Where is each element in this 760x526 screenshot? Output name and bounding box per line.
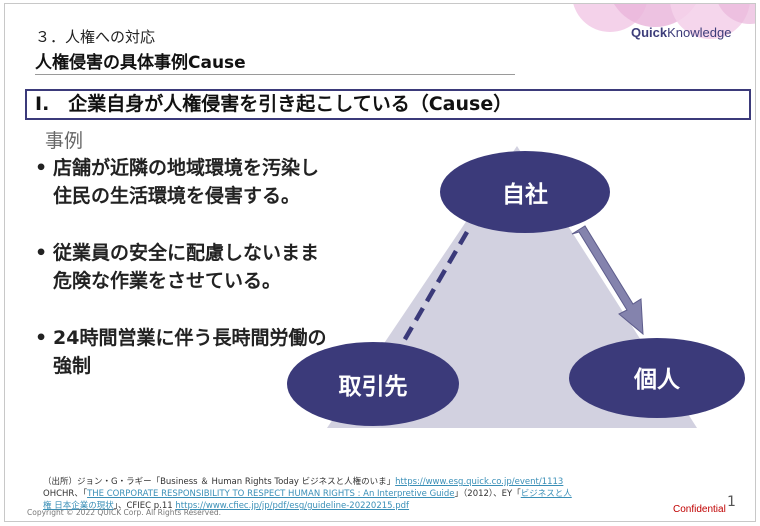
source-text: 」（2012）、EY「 xyxy=(454,489,521,499)
arrow-company-to-individual xyxy=(571,225,644,336)
list-item-line: 従業員の安全に配慮しないまま xyxy=(53,242,320,264)
node-company-label: 自社 xyxy=(502,181,548,208)
source-line-2: OHCHR、「THE CORPORATE RESPONSIBILITY TO R… xyxy=(43,488,572,500)
source-line-3: 権 日本企業の現状」、CFIEC p.11 https://www.cfiec.… xyxy=(43,500,572,512)
slide: QuickKnowledge ３．人権への対応 人権侵害の具体事例Cause I… xyxy=(4,3,756,522)
source-text: （出所）ジョン・G・ラギー「Business ＆ Human Rights To… xyxy=(43,477,396,487)
source-link-ey[interactable]: ビジネスと人 xyxy=(520,489,572,499)
source-text: OHCHR、「 xyxy=(43,489,88,499)
list-item: • 店舗が近隣の地域環境を汚染し 住民の生活環境を侵害する。 xyxy=(35,154,395,210)
list-item-line: 危険な作業をさせている。 xyxy=(53,270,282,292)
source-link-cfiec[interactable]: https://www.cfiec.jp/jp/pdf/esg/guidelin… xyxy=(175,501,410,511)
list-item-line: 強制 xyxy=(53,355,92,377)
source-link-ey-cont[interactable]: 権 日本企業の現状 xyxy=(43,501,114,511)
node-individual-label: 個人 xyxy=(633,367,681,393)
examples-label: 事例 xyxy=(45,130,84,152)
source-link-ohchr[interactable]: THE CORPORATE RESPONSIBILITY TO RESPECT … xyxy=(87,489,455,499)
logo-brand: Quick xyxy=(631,25,668,40)
section-title: ３．人権への対応 xyxy=(35,28,156,46)
copyright-notice: Copyright © 2022 QUICK Corp. All Rights … xyxy=(27,508,221,517)
title-divider xyxy=(35,74,515,75)
source-text: 」、CFIEC p.11 xyxy=(113,501,176,511)
node-partner-label: 取引先 xyxy=(339,374,408,400)
logo-suffix: Knowledge xyxy=(667,25,732,40)
page-number: 1 xyxy=(727,494,736,510)
page-title: 人権侵害の具体事例Cause xyxy=(35,53,246,73)
node-company: 自社 xyxy=(440,151,610,233)
node-individual: 個人 xyxy=(569,338,745,418)
examples-list: • 店舗が近隣の地域環境を汚染し 住民の生活環境を侵害する。 • 従業員の安全に… xyxy=(35,154,395,409)
bullet-icon: • xyxy=(35,327,48,349)
cause-banner: I. 企業自身が人権侵害を引き起こしている（Cause） xyxy=(25,89,751,120)
node-partner: 取引先 xyxy=(287,342,459,426)
list-item: • 24時間営業に伴う長時間労働の 強制 xyxy=(35,324,395,380)
list-item-line: 24時間営業に伴う長時間労働の xyxy=(53,327,327,349)
dashed-link-line xyxy=(399,230,469,348)
confidential-label: Confidential xyxy=(673,504,726,515)
list-item-line: 店舗が近隣の地域環境を汚染し xyxy=(53,157,320,179)
bullet-icon: • xyxy=(35,242,48,264)
source-line-1: （出所）ジョン・G・ラギー「Business ＆ Human Rights To… xyxy=(43,476,572,488)
source-link-esg[interactable]: https://www.esg.quick.co.jp/event/1113 xyxy=(395,477,564,487)
quickknowledge-logo: QuickKnowledge xyxy=(631,25,731,40)
bullet-icon: • xyxy=(35,157,48,179)
source-citation: （出所）ジョン・G・ラギー「Business ＆ Human Rights To… xyxy=(43,476,572,512)
decorative-circles xyxy=(573,4,755,39)
list-item: • 従業員の安全に配慮しないまま 危険な作業をさせている。 xyxy=(35,239,395,295)
list-item-line: 住民の生活環境を侵害する。 xyxy=(53,185,301,207)
